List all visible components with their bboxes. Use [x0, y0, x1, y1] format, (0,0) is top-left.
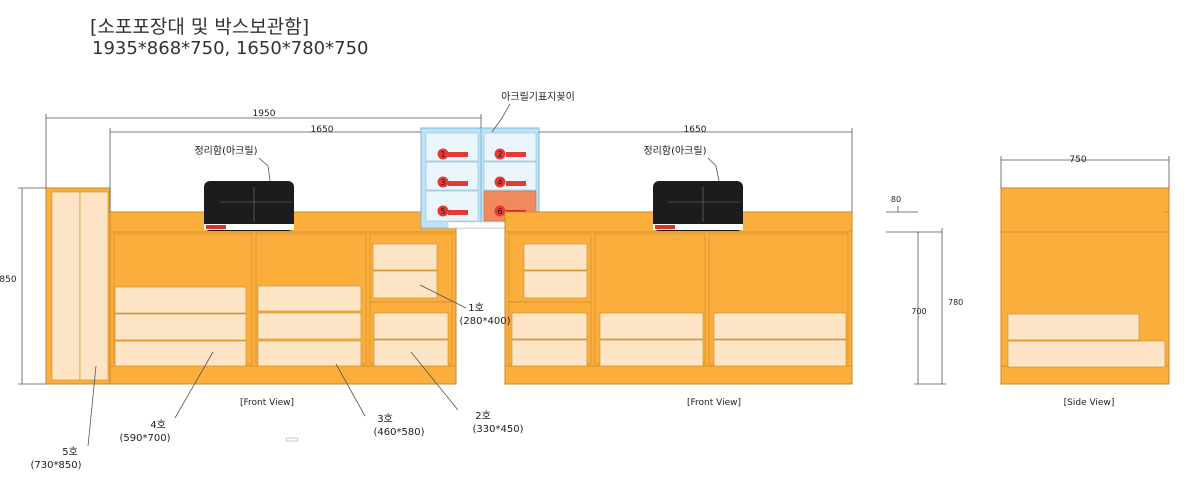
box-3 — [257, 285, 362, 312]
dim-780: 780 — [948, 298, 963, 307]
left-counter — [45, 181, 457, 385]
stand-number-badge — [494, 148, 506, 160]
stand-number: 4 — [497, 178, 502, 187]
organizer-left — [204, 181, 294, 231]
acrylic-stand: 1 2 3 4 5 6 — [420, 127, 540, 229]
dim-80: 80 — [891, 195, 901, 204]
side-view-caption: [Side View] — [1064, 398, 1115, 408]
box-4 — [114, 313, 247, 341]
dim-left-width: 1650 — [311, 125, 334, 135]
box-1 — [372, 243, 438, 271]
dim-total-width: 1950 — [253, 109, 276, 119]
box-5-panel-a — [51, 191, 81, 381]
box-1-size: (280*400) — [460, 316, 511, 327]
scale-marker — [285, 437, 299, 442]
acrylic-stand-label: 아크릴기표지꽂이 — [501, 90, 575, 103]
right-counter — [504, 181, 853, 385]
organizer-right — [653, 181, 743, 231]
dim-700: 700 — [911, 307, 926, 316]
dimension-lines — [18, 114, 1170, 385]
box-1-label: 1호 — [468, 302, 484, 314]
stand-number: 3 — [440, 178, 445, 187]
box-1 — [372, 270, 438, 299]
labels: 1950 1650 1650 850 80 700 780 750 아크릴기표지… — [0, 90, 1114, 471]
front-view-left-caption: [Front View] — [240, 398, 294, 408]
box-3 — [257, 340, 362, 367]
box-4-label: 4호 — [150, 419, 166, 431]
stand-number: 6 — [497, 207, 502, 216]
box-3-label: 3호 — [377, 413, 393, 425]
dim-side-width: 750 — [1069, 155, 1086, 165]
organizer-left-label: 정리함(아크릴) — [194, 144, 257, 157]
box-2 — [373, 312, 449, 340]
box-4 — [114, 286, 247, 314]
stand-number-badge — [494, 176, 506, 188]
stand-number-badge — [494, 205, 506, 217]
box-4 — [114, 340, 247, 367]
page-subtitle: 1935*868*750, 1650*780*750 — [92, 38, 369, 59]
stand-number-badge — [437, 176, 449, 188]
box-5-panel-b — [79, 191, 109, 381]
stand-number-badge — [437, 205, 449, 217]
dim-right-width: 1650 — [684, 125, 707, 135]
box-4-size: (590*700) — [120, 433, 171, 444]
side-view — [1000, 187, 1170, 385]
stand-number: 1 — [440, 150, 445, 159]
box-2-size: (330*450) — [473, 424, 524, 435]
box-5-size: (730*850) — [31, 460, 82, 471]
box-3 — [257, 312, 362, 340]
stand-number-badge — [437, 148, 449, 160]
front-view-right-caption: [Front View] — [687, 398, 741, 408]
box-3-size: (460*580) — [374, 427, 425, 438]
page-title: [소포포장대 및 박스보관함] — [90, 16, 310, 38]
box-2-label: 2호 — [475, 410, 491, 422]
stand-number: 5 — [440, 207, 445, 216]
leader-lines — [87, 103, 720, 447]
stand-number: 2 — [497, 150, 502, 159]
box-5-label: 5호 — [62, 446, 78, 458]
organizer-right-label: 정리함(아크릴) — [643, 144, 706, 157]
box-2 — [373, 339, 449, 367]
dim-height: 850 — [0, 275, 17, 285]
